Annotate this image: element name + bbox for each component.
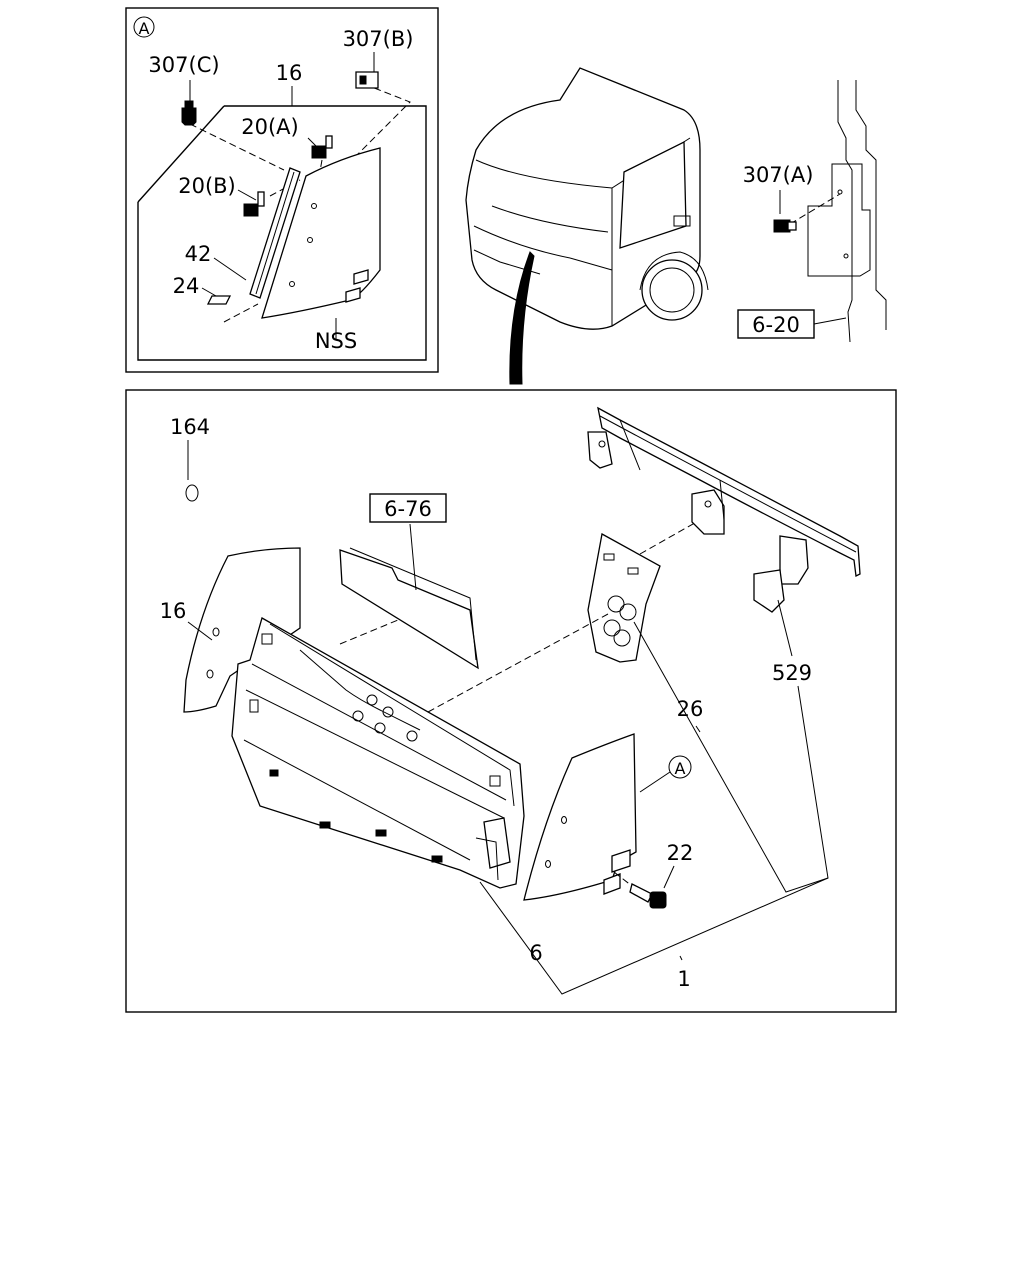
leader-1 (679, 955, 683, 961)
main-marker-a: A (668, 755, 692, 779)
leader-26 (695, 725, 701, 733)
pillar-illustration: 307(A) 6-20 (737, 80, 887, 343)
seal-strip-42-icon (249, 167, 301, 299)
ref-6-76-label: 6-76 (384, 497, 432, 521)
grommet-164-icon (185, 484, 199, 502)
clip-307b-icon (355, 71, 379, 89)
ref-6-20-label: 6-20 (752, 313, 800, 337)
callout-529: 529 (772, 661, 812, 685)
cross-member-529-icon (587, 406, 861, 613)
inset-marker-a: A (133, 16, 155, 38)
front-panel-6-icon (231, 617, 525, 889)
callout-307a: 307(A) (743, 163, 814, 187)
dash-22 (613, 871, 633, 887)
corner-panel-inset-icon (261, 147, 381, 319)
inset-a: A (125, 7, 439, 373)
callout-22: 22 (667, 841, 694, 865)
clip-307a-icon (773, 219, 797, 233)
insulator-pad-icon (339, 547, 479, 670)
dash-26 (427, 613, 609, 713)
inset-inner-frame-diagonal (137, 105, 225, 203)
callout-1: 1 (677, 967, 690, 991)
leader-529 (777, 599, 793, 657)
bolt-20b-icon (243, 191, 265, 217)
inset-inner-frame (137, 105, 427, 361)
dash-24 (223, 303, 259, 323)
leader-26-529-group (633, 621, 829, 893)
leader-20a (307, 137, 317, 147)
dash-307c (189, 123, 285, 171)
leader-marker-a (639, 771, 671, 793)
ref-box-6-20: 6-20 (737, 309, 815, 339)
callout-42: 42 (185, 242, 212, 266)
callout-164: 164 (170, 415, 210, 439)
dash-307a (789, 193, 841, 225)
leader-22 (663, 865, 675, 889)
bracket-26-icon (587, 532, 661, 663)
leader-6-76 (409, 523, 417, 591)
bolt-22-icon (629, 883, 667, 909)
bolt-20a-icon (311, 135, 333, 159)
leader-16-main (187, 621, 213, 641)
leader-42 (213, 257, 247, 281)
leader-24 (201, 287, 217, 297)
leader-20b (237, 189, 257, 201)
corner-panel-left-icon (183, 547, 301, 713)
callout-nss: NSS (315, 329, 357, 353)
label-24-icon (206, 295, 232, 305)
ref-box-6-76: 6-76 (369, 493, 447, 523)
dash-26-upper (639, 519, 701, 555)
main-marker-a-label: A (675, 759, 686, 778)
inset-marker-a-label: A (139, 19, 150, 38)
callout-16-main: 16 (160, 599, 187, 623)
callout-307b: 307(B) (343, 27, 414, 51)
callout-307c: 307(C) (148, 53, 219, 77)
leader-arrow (509, 251, 535, 385)
corner-panel-right-icon (523, 733, 637, 901)
leader-6-20 (813, 317, 847, 325)
main-diagram: 6-76 (125, 389, 897, 1013)
callout-20b: 20(B) (178, 174, 236, 198)
callout-16-inset: 16 (276, 61, 303, 85)
callout-6: 6 (529, 941, 542, 965)
clip-307c-icon (181, 100, 197, 126)
callout-20a: 20(A) (241, 115, 298, 139)
callout-26: 26 (677, 697, 704, 721)
dash-307b (339, 83, 411, 173)
truck-cab-illustration (465, 67, 709, 385)
leader-1-group (479, 877, 829, 995)
callout-24: 24 (173, 274, 200, 298)
